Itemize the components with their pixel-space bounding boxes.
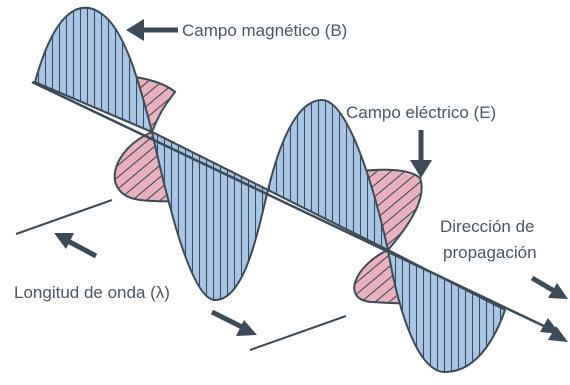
direction-arrow-lower [548, 326, 568, 342]
direction-label-line2: propagación [443, 243, 537, 262]
wavelength-marker-right [249, 315, 347, 351]
electric-label-arrow [410, 130, 432, 178]
magnetic-lobe-3-hatch [268, 100, 388, 250]
magnetic-field-label: Campo magnético (B) [182, 21, 347, 40]
wavelength-label: Longitud de onda (λ) [14, 283, 170, 302]
propagation-axis [31, 80, 549, 330]
magnetic-lobe-1-hatch [35, 7, 152, 132]
wavelength-marker-left [15, 199, 113, 235]
magnetic-lobe-4-hatch [388, 250, 505, 372]
magnetic-label-arrow [126, 19, 178, 41]
direction-arrow-upper [530, 275, 568, 299]
wavelength-arrow-left [54, 233, 98, 259]
wavelength-arrow-right [210, 309, 257, 336]
electric-field-label: Campo eléctrico (E) [346, 103, 496, 122]
magnetic-lobe-2-hatch [152, 132, 268, 300]
magnetic-field-wave [33, 6, 507, 374]
direction-label-line1: Dirección de [440, 217, 535, 236]
